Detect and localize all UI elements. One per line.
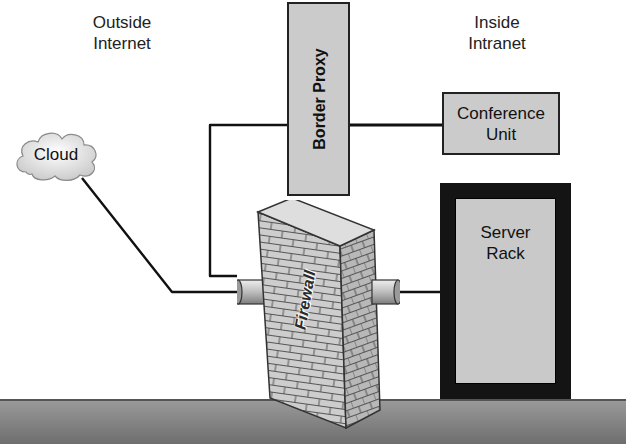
cloud-node: Cloud [12, 126, 100, 184]
proxy-box: Border Proxy [287, 2, 350, 196]
node-label: Conference Unit [448, 103, 554, 145]
process-box: Conference Unit [442, 92, 560, 155]
connector-line [350, 124, 442, 127]
node-label: Server Rack [475, 222, 537, 264]
region-label: Outside Internet [82, 12, 162, 54]
firewall-node: Firewall [237, 200, 400, 430]
server-rack-box: Server Rack [440, 183, 571, 399]
connector-line [400, 291, 440, 293]
region-label: Inside Intranet [457, 12, 537, 54]
node-label: Cloud [12, 144, 100, 165]
firewall-illustration [237, 200, 400, 430]
rotated-label: Border Proxy [308, 48, 329, 149]
